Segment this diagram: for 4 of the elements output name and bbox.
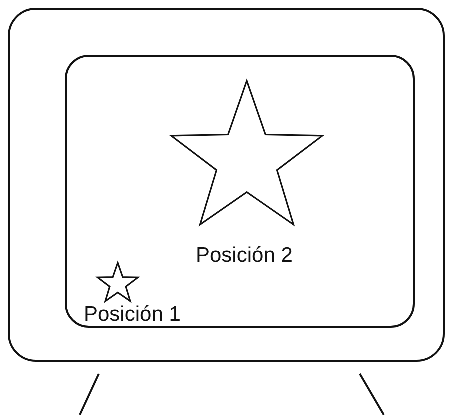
position-label: Posición 1 — [84, 303, 181, 326]
monitor-frame — [8, 8, 445, 362]
screen — [65, 55, 415, 328]
position-label: Posición 2 — [196, 244, 293, 268]
